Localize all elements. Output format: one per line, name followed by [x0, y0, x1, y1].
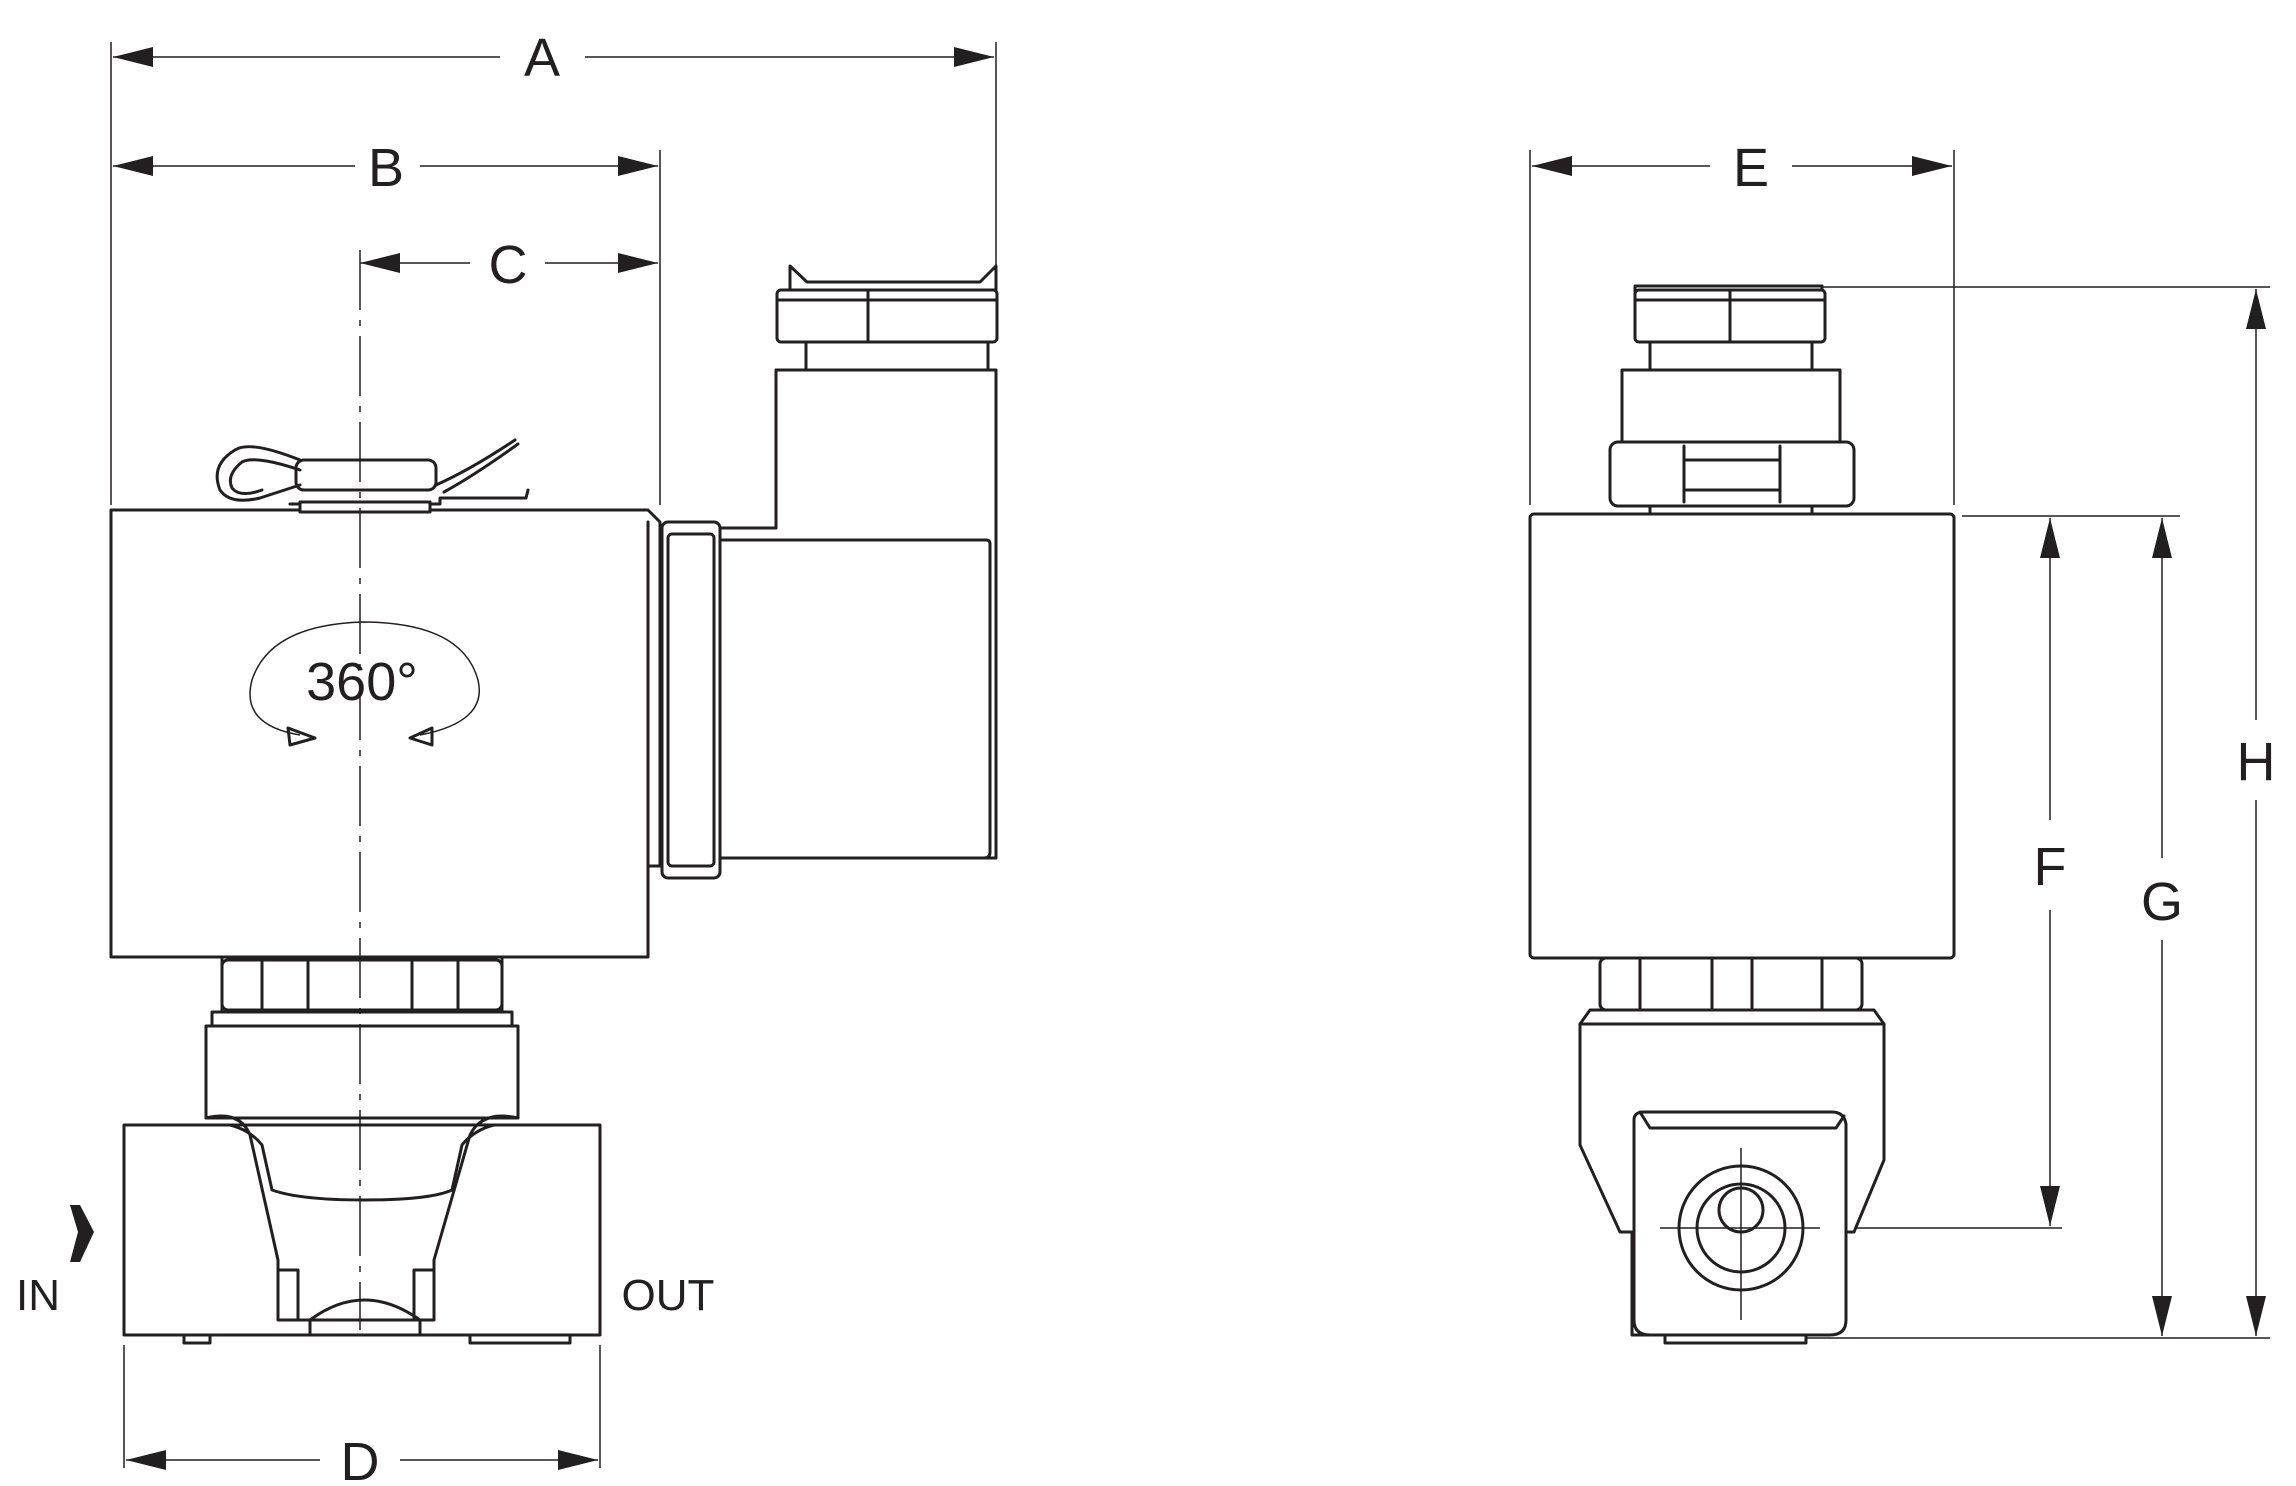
dimension-f-label: F — [2034, 837, 2067, 897]
valve-body — [122, 1114, 602, 1345]
dimension-d-label: D — [341, 1432, 380, 1486]
cable-gland — [1608, 284, 1856, 516]
dimension-g-label: G — [2141, 872, 2183, 932]
dimension-c: C — [360, 235, 658, 295]
dimension-g: G — [2141, 518, 2183, 1336]
inlet-arrow — [70, 1205, 94, 1262]
din-connector — [660, 264, 999, 880]
retaining-clip — [215, 438, 530, 514]
armature-nut-side — [1578, 956, 1886, 1026]
rotation-symbol: 360° — [249, 621, 480, 747]
dimension-h: H — [2237, 289, 2276, 1336]
dimension-h-label: H — [2237, 732, 2276, 792]
front-view: A B C D — [16, 28, 999, 1486]
coil-side — [1528, 512, 1956, 960]
dimension-a: A — [113, 28, 994, 88]
valve-body-side — [1578, 1022, 1886, 1345]
dimension-b-label: B — [368, 138, 404, 198]
dimension-d: D — [126, 1432, 598, 1486]
outlet-label: OUT — [622, 1271, 715, 1320]
side-view: E F G H — [1528, 138, 2276, 1345]
bonnet — [204, 1024, 520, 1120]
armature-nut — [210, 955, 514, 1028]
dimension-a-label: A — [524, 28, 560, 88]
dimension-e-label: E — [1733, 138, 1769, 198]
inlet-label: IN — [16, 1271, 60, 1320]
coil — [109, 508, 662, 959]
dimension-c-label: C — [489, 235, 528, 295]
rotation-label: 360° — [306, 652, 418, 712]
dimension-f: F — [2034, 518, 2067, 1226]
dimension-b: B — [113, 138, 658, 198]
dimension-e: E — [1532, 138, 1952, 198]
